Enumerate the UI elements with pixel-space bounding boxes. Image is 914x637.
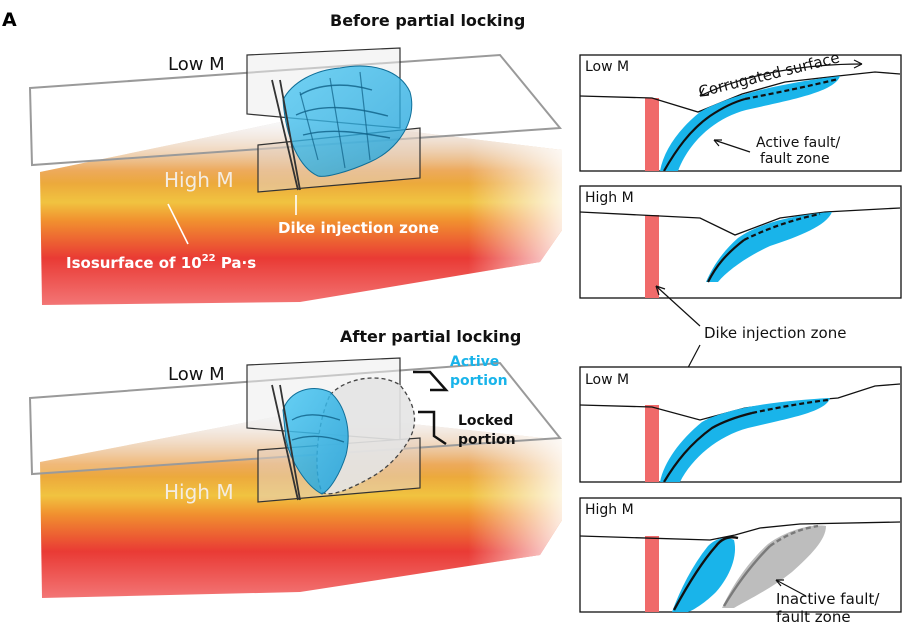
top-dike-lines [271,79,301,191]
dike-leader-up [655,285,701,327]
section-4-label: High M [585,502,634,518]
dike-zone-label: Dike injection zone [704,324,846,342]
section-3-dike [645,405,659,482]
section-1-fault-zone [660,76,840,171]
inactive-fault-label-1: Inactive fault/ [776,590,880,608]
section-1-low-m [579,54,902,172]
active-bracket [413,370,449,392]
bottom-high-m-label: High M [164,480,234,504]
active-fault-leader [713,139,751,153]
locked-portion-line2: portion [458,432,516,448]
inactive-leader [775,579,807,597]
isosurface-label: Isosurface of 1022 Pa·s [66,253,256,272]
corrugated-arrow [699,63,863,97]
bottom-active-portion [282,388,349,495]
bottom-low-m-label: Low M [168,364,225,385]
locked-portion-line1: Locked [458,413,513,429]
isosurface-suffix: Pa·s [216,254,257,272]
top-title: Before partial locking [330,11,525,30]
inactive-fault-label-2: fault zone [776,608,851,626]
section-3-low-m [579,366,902,483]
isosurface-exp: 22 [202,253,216,264]
locked-bracket [418,410,447,446]
section-2-dike [645,215,659,298]
section-4-active-zone [672,538,736,612]
section-4-high-m [579,497,902,613]
section-4-dike [645,536,659,612]
active-portion-line2: portion [450,373,508,389]
section-4-inactive-zone [722,525,826,608]
panel-letter: A [2,9,17,31]
bottom-3d-block [28,357,562,598]
active-fault-label-1: Active fault/ [756,135,841,151]
top-low-m-label: Low M [168,54,225,75]
bottom-title: After partial locking [340,327,521,346]
top-isosurface-leader [167,203,189,245]
top-high-m-label: High M [164,168,234,192]
section-1-dike [645,98,659,171]
section-2-fault-zone [706,212,832,282]
active-portion-line1: Active [450,354,499,370]
section-2-high-m [579,185,902,299]
active-fault-label-2: fault zone [760,151,830,167]
section-1-label: Low M [585,59,629,75]
section-3-label: Low M [585,372,629,388]
section-2-label: High M [585,190,634,206]
isosurface-prefix: Isosurface of 10 [66,254,202,272]
top-dike-label: Dike injection zone [278,219,439,237]
top-3d-block [28,47,563,305]
bottom-dike-lines [271,384,301,501]
